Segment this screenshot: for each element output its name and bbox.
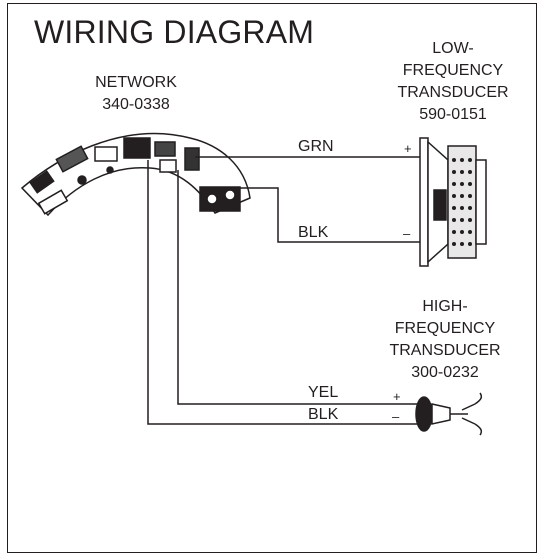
low-frequency-line3: TRANSDUCER xyxy=(397,84,509,101)
wire-yel xyxy=(177,170,418,405)
network-board xyxy=(20,132,251,217)
low-frequency-label: LOW- FREQUENCY TRANSDUCER 590-0151 xyxy=(378,38,528,126)
high-frequency-line1: HIGH- xyxy=(422,298,468,315)
high-minus-terminal: – xyxy=(392,409,400,424)
high-frequency-transducer-icon xyxy=(415,392,483,436)
high-frequency-part-number: 300-0232 xyxy=(411,364,479,381)
wire-label-yel: YEL xyxy=(308,384,339,401)
high-plus-terminal: + xyxy=(393,389,401,404)
network-name: NETWORK xyxy=(95,74,177,91)
diagram-frame xyxy=(7,3,537,553)
wires xyxy=(147,156,422,425)
high-frequency-line2: FREQUENCY xyxy=(394,320,496,337)
low-frequency-part-number: 590-0151 xyxy=(419,106,487,123)
wire-label-blk-low: BLK xyxy=(298,224,329,241)
low-plus-terminal: + xyxy=(404,141,412,156)
low-frequency-transducer-icon xyxy=(419,137,487,267)
low-frequency-line2: FREQUENCY xyxy=(402,62,504,79)
high-frequency-line3: TRANSDUCER xyxy=(389,342,501,359)
page-title: WIRING DIAGRAM xyxy=(34,14,315,50)
high-frequency-label: HIGH- FREQUENCY TRANSDUCER 300-0232 xyxy=(370,296,520,384)
low-frequency-line1: LOW- xyxy=(432,40,474,57)
wire-blk-low xyxy=(240,187,422,243)
wire-label-blk-high: BLK xyxy=(308,406,339,423)
network-part-number: 340-0338 xyxy=(102,96,170,113)
wire-blk-high xyxy=(147,160,418,425)
wire-label-grn: GRN xyxy=(298,138,334,155)
network-label: NETWORK 340-0338 xyxy=(82,72,190,116)
low-minus-terminal: – xyxy=(403,226,411,241)
